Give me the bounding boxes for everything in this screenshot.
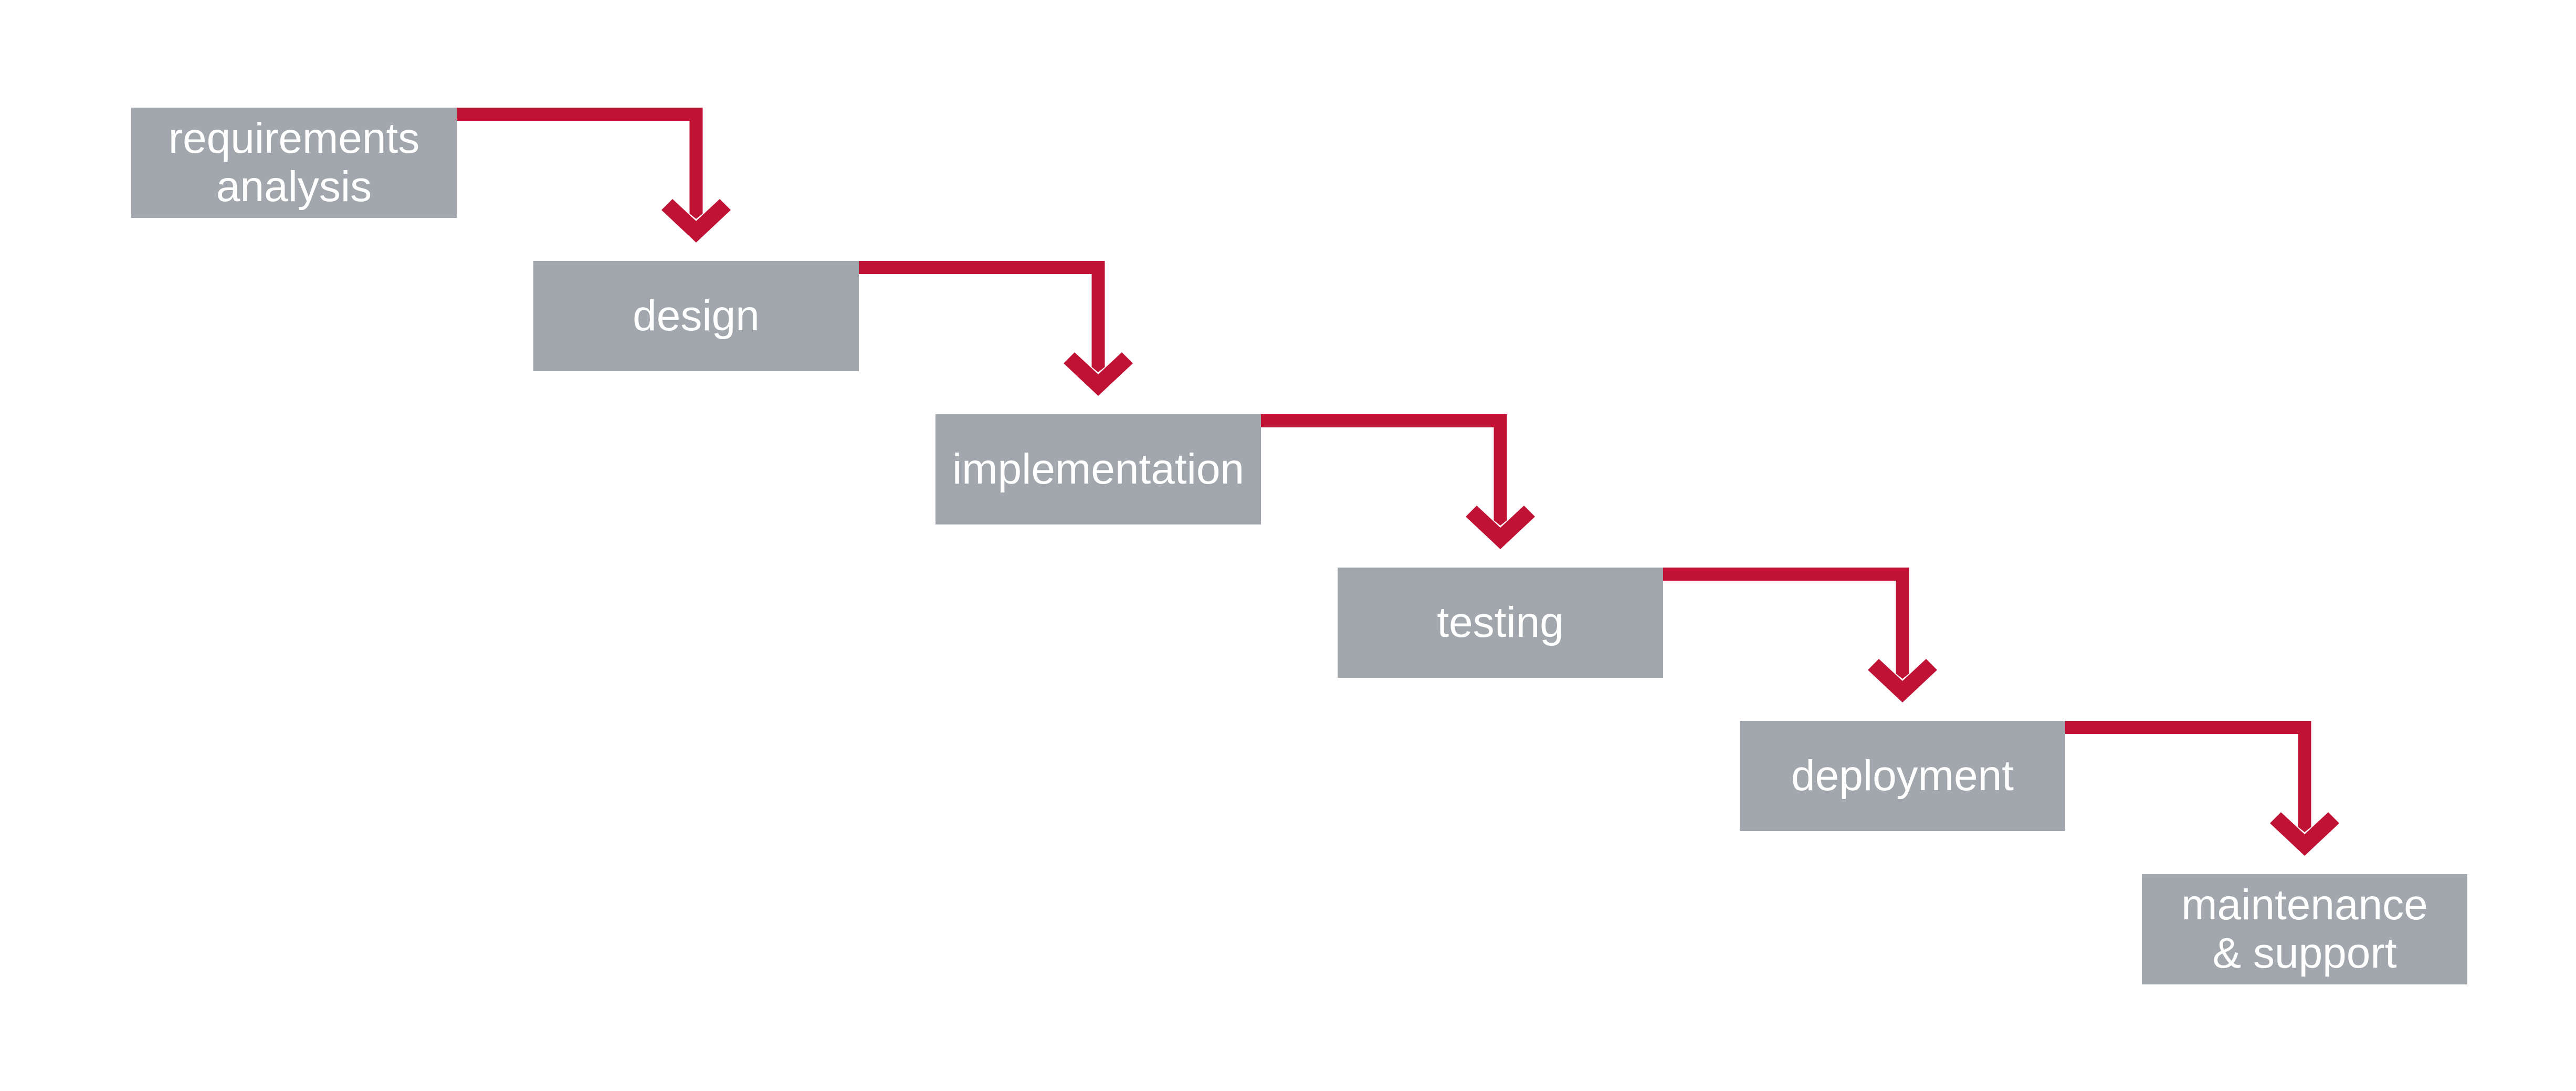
arrow-stem — [1261, 414, 1507, 526]
stage-label-line: deployment — [1791, 752, 2014, 800]
stage-box-deployment: deployment — [1740, 721, 2065, 831]
arrow-stem — [457, 108, 703, 219]
arrow-head — [2270, 812, 2339, 856]
flow-arrow-implementation-to-testing — [1261, 414, 1535, 549]
stage-box-design: design — [533, 261, 859, 371]
stage-box-testing: testing — [1338, 568, 1663, 678]
stage-label-line: & support — [2212, 929, 2397, 977]
arrow-head — [1064, 352, 1133, 396]
arrow-stem — [1663, 568, 1909, 679]
flow-arrow-requirements-analysis-to-design — [457, 108, 731, 243]
stage-label-line: requirements — [168, 114, 420, 162]
stage-label-line: design — [633, 292, 760, 340]
arrow-head — [1868, 659, 1937, 702]
flow-arrow-testing-to-deployment — [1663, 568, 1937, 702]
arrow-stem — [2065, 721, 2311, 832]
stage-box-maintenance-support: maintenance& support — [2142, 874, 2467, 984]
flow-arrow-design-to-implementation — [859, 261, 1133, 396]
arrow-stem — [859, 261, 1105, 372]
stage-box-implementation: implementation — [935, 414, 1261, 524]
stage-label-line: implementation — [952, 445, 1245, 493]
arrow-head — [1466, 506, 1535, 549]
arrow-head — [661, 199, 731, 243]
stage-label-line: testing — [1437, 599, 1564, 646]
flow-arrow-deployment-to-maintenance-support — [2065, 721, 2339, 856]
stage-label-line: maintenance — [2181, 881, 2428, 929]
stage-label-line: analysis — [216, 163, 372, 211]
